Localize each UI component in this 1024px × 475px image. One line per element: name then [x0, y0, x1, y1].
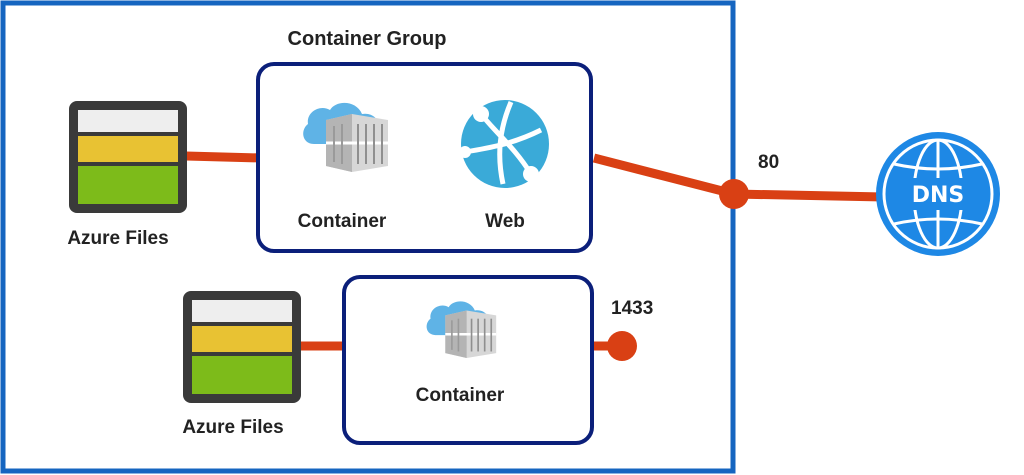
azure-files-icon — [183, 291, 301, 403]
dns-label: DNS — [912, 183, 965, 208]
web-label: Web — [485, 211, 525, 232]
storage-top-label: Azure Files — [67, 228, 168, 249]
container-group-title: Container Group — [288, 28, 447, 50]
dns-globe-icon — [876, 132, 1000, 256]
bottom-container-box — [342, 275, 594, 445]
port-1433-endpoint — [607, 331, 637, 361]
top-container-label: Container — [298, 211, 387, 232]
public-connector-a — [592, 153, 736, 199]
port-80-endpoint — [719, 179, 749, 209]
azure-files-icon — [69, 101, 187, 213]
container-icon — [426, 301, 497, 359]
container-group-boundary — [0, 0, 736, 474]
web-app-icon — [459, 100, 549, 188]
storage-bottom-label: Azure Files — [182, 417, 283, 438]
port-80-label: 80 — [758, 152, 779, 173]
storage-top-connector — [185, 151, 263, 163]
port-1433-label: 1433 — [611, 298, 653, 319]
public-connector-b — [733, 189, 885, 202]
container-icon — [303, 102, 388, 172]
bottom-container-label: Container — [416, 385, 505, 406]
